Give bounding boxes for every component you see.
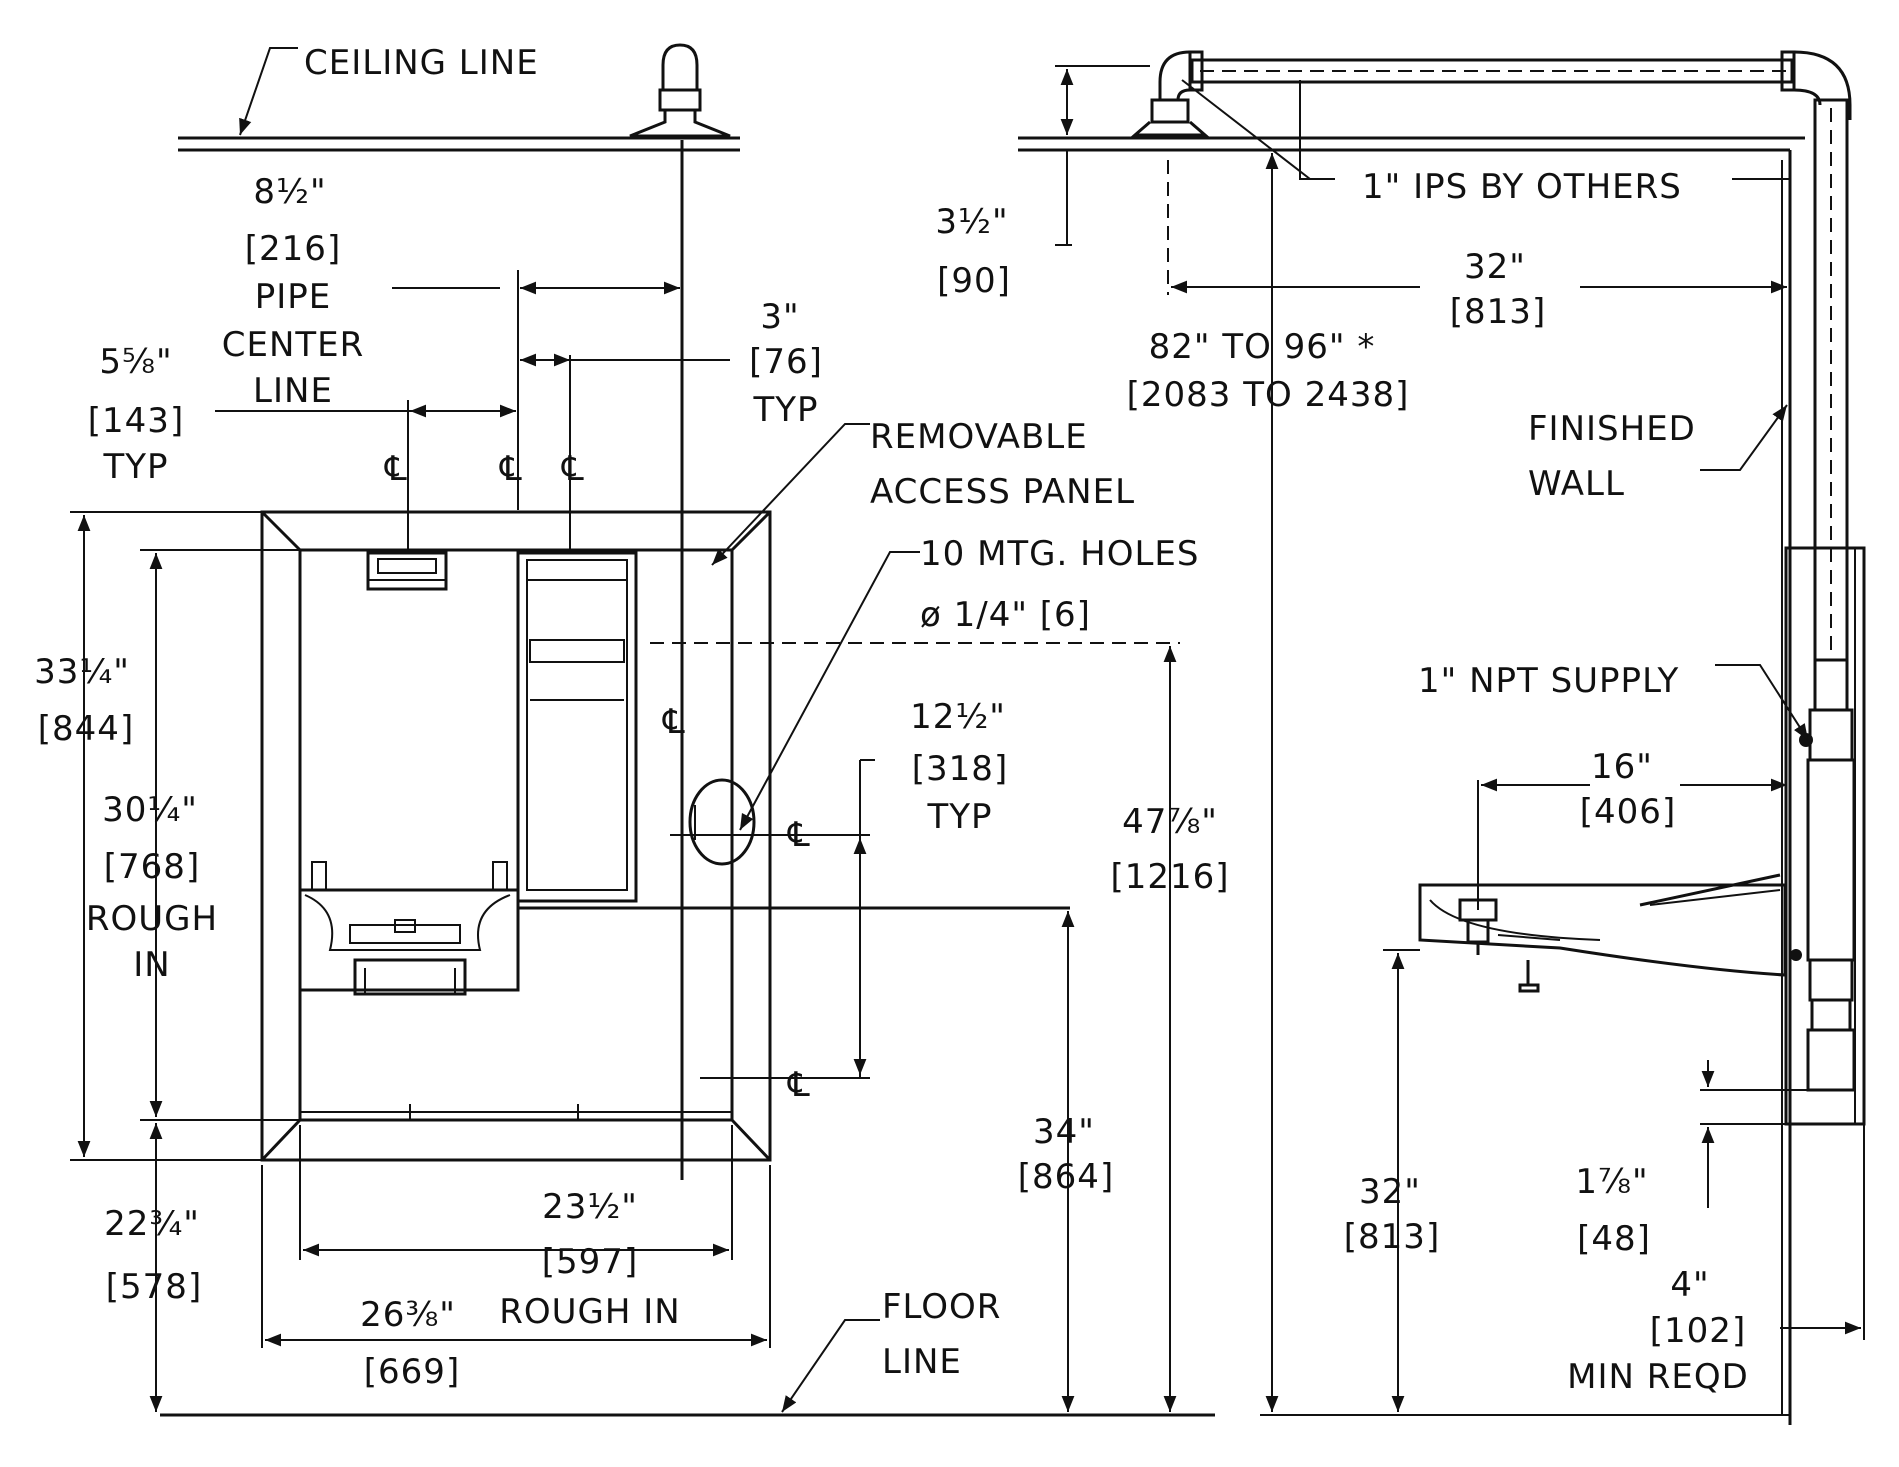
- dim-26-375-metric: [669]: [363, 1352, 461, 1392]
- valve-housing: [516, 551, 638, 903]
- supply-pipe-top: [1130, 50, 1852, 137]
- dim-23-5-note: ROUGH IN: [499, 1292, 681, 1332]
- dim-8-5-imperial: 8½": [253, 172, 327, 212]
- dim-12-5-imperial: 12½": [910, 697, 1006, 737]
- ceiling-line-front: [178, 47, 740, 152]
- dim-1-875-metric: [48]: [1577, 1219, 1651, 1259]
- dim-30-25-imperial: 30¼": [102, 790, 198, 830]
- centerline-marker: ℄: [788, 1065, 810, 1105]
- dim-4-imperial: 4": [1670, 1265, 1710, 1305]
- removable-panel-label-2: ACCESS PANEL: [870, 472, 1136, 512]
- dim-32-top-imperial: 32": [1464, 247, 1526, 287]
- dim-16-imperial: 16": [1591, 747, 1653, 787]
- finished-wall-label-2: WALL: [1528, 464, 1625, 504]
- dim-16-metric: [406]: [1579, 792, 1677, 832]
- dim-3-metric: [76]: [749, 342, 823, 382]
- dim-32-top-metric: [813]: [1449, 292, 1547, 332]
- pipe-centerline-label-2: CENTER: [221, 325, 365, 365]
- dim-32-side-imperial: 32": [1359, 1172, 1421, 1212]
- dim-47-875-metric: [1216]: [1110, 857, 1230, 897]
- dim-34-metric: [864]: [1017, 1157, 1115, 1197]
- centerline-marker: ℄: [663, 702, 685, 742]
- pipe-centerline-label-1: PIPE: [254, 277, 332, 317]
- dim-26-375-imperial: 26⅜": [360, 1295, 456, 1335]
- dim-3-5-imperial: 3½": [935, 202, 1009, 242]
- supply-pipe-vertical: [1813, 98, 1849, 662]
- dim-30-25-note: ROUGH: [85, 899, 219, 939]
- npt-supply-label: 1" NPT SUPPLY: [1418, 661, 1680, 701]
- bracket-top: [366, 551, 448, 591]
- dim-1-875-imperial: 1⅞": [1575, 1162, 1649, 1202]
- mounting-hole: [688, 778, 756, 866]
- centerline-marker: ℄: [385, 449, 407, 489]
- dim-34-imperial: 34": [1033, 1112, 1095, 1152]
- mtg-holes-label-1: 10 MTG. HOLES: [920, 534, 1200, 574]
- dim-4-metric: [102]: [1649, 1311, 1747, 1351]
- centerline-marker: ℄: [788, 815, 810, 855]
- floor-line-label-1: FLOOR: [882, 1287, 1002, 1327]
- wall-cabinet: [1784, 546, 1866, 1126]
- dim-82-96-metric: [2083 TO 2438]: [1126, 375, 1410, 415]
- floor-line-label-2: LINE: [882, 1342, 962, 1382]
- dim-8-5-metric: [216]: [244, 229, 342, 269]
- dim-22-75-imperial: 22¾": [104, 1204, 200, 1244]
- dim-5-5-8-note: TYP: [103, 447, 169, 487]
- bowl-assembly: [298, 861, 520, 996]
- ceiling-line-side: [1018, 136, 1805, 152]
- mtg-holes-label-2: ø 1/4" [6]: [920, 595, 1091, 635]
- dim-23-5-metric: [597]: [541, 1242, 639, 1282]
- dim-33-25-metric: [844]: [37, 709, 135, 749]
- dim-3-5-metric: [90]: [937, 261, 1011, 301]
- dim-5-5-8-imperial: 5⅝": [99, 342, 173, 382]
- ips-label: 1" IPS BY OTHERS: [1362, 167, 1682, 207]
- ceiling-fixture-front: [629, 43, 731, 138]
- dim-3-imperial: 3": [760, 297, 800, 337]
- dim-23-5-imperial: 23½": [542, 1187, 638, 1227]
- dim-82-96-imperial: 82" TO 96" *: [1148, 327, 1376, 367]
- centerline-marker: ℄: [500, 449, 522, 489]
- dim-30-25-note2: IN: [133, 945, 171, 985]
- finished-wall-label-1: FINISHED: [1528, 409, 1696, 449]
- dim-12-5-note: TYP: [927, 797, 993, 837]
- dim-3-note: TYP: [753, 390, 819, 430]
- dim-4-note: MIN REQD: [1567, 1357, 1749, 1397]
- dim-22-75-metric: [578]: [105, 1267, 203, 1307]
- dim-12-5-metric: [318]: [911, 749, 1009, 789]
- dim-32-side-metric: [813]: [1343, 1217, 1441, 1257]
- dim-47-875-imperial: 47⅞": [1122, 802, 1218, 842]
- centerline-marker: ℄: [562, 449, 584, 489]
- dim-33-25-imperial: 33¼": [34, 652, 130, 692]
- removable-panel-label-1: REMOVABLE: [870, 417, 1088, 457]
- dim-5-5-8-metric: [143]: [87, 401, 185, 441]
- ceiling-line-label: CEILING LINE: [304, 43, 539, 83]
- fountain-bowl-side: [1418, 873, 1787, 993]
- pipe-centerline-label-3: LINE: [253, 371, 333, 411]
- dim-30-25-metric: [768]: [103, 847, 201, 887]
